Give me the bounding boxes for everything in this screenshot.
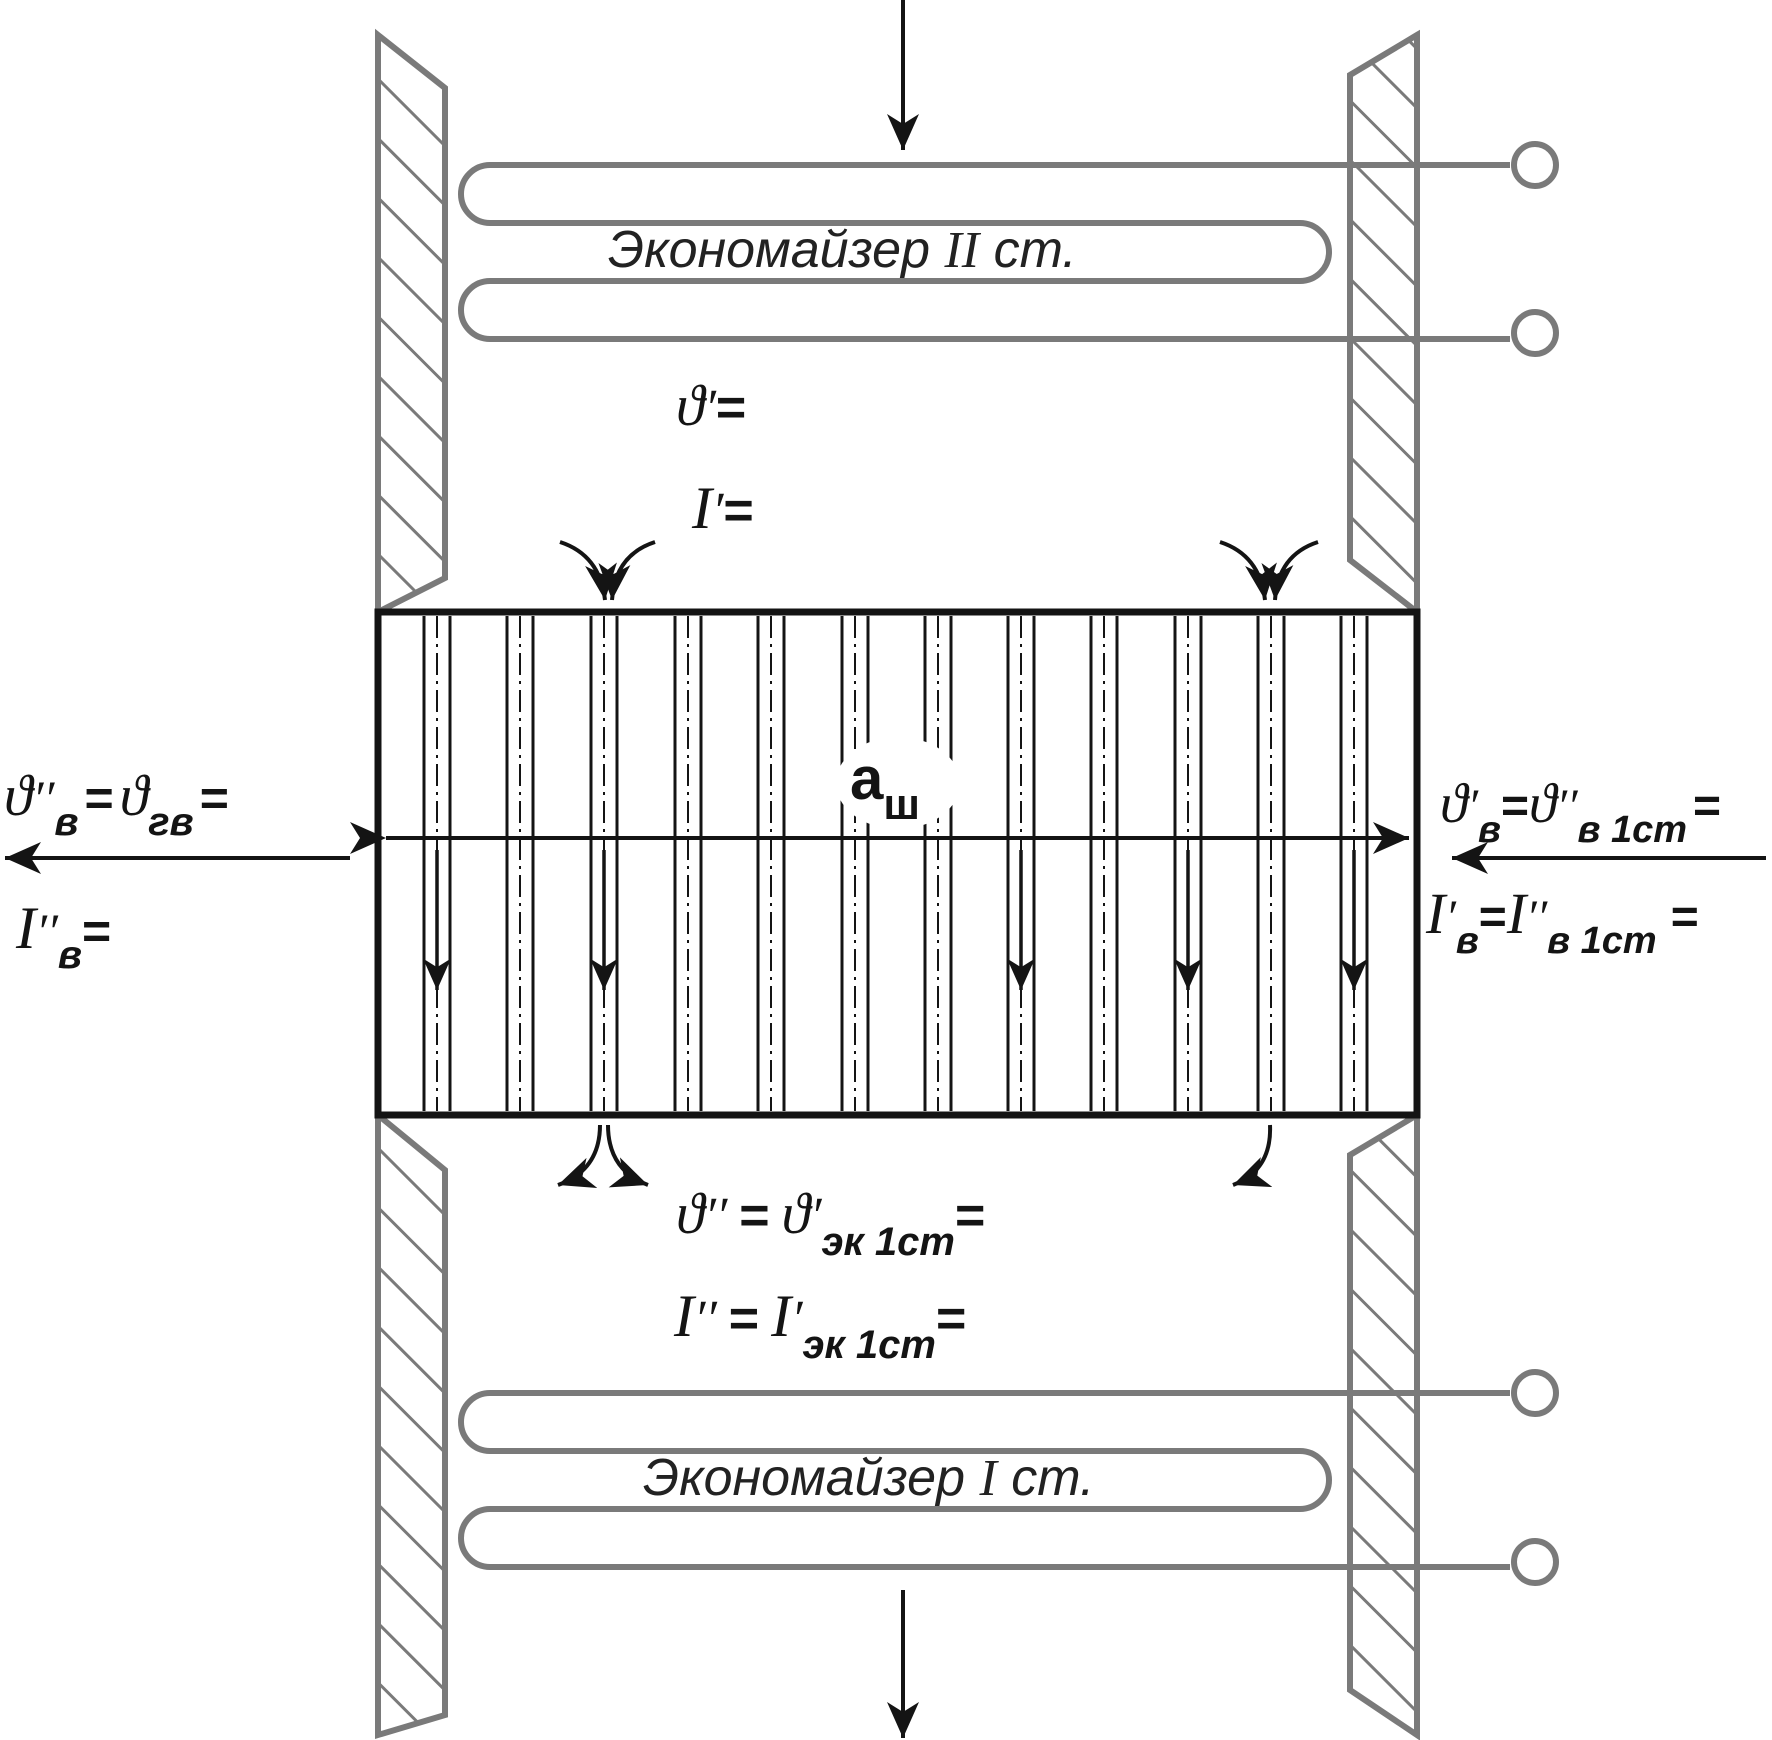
air-inlet-temp-symbol: ϑ [1440, 773, 1468, 835]
upper-economizer-suffix: ст. [993, 221, 1077, 279]
air-inlet-enthalpy-subscript: в [1455, 920, 1479, 962]
air-outlet-temp-symbol-2: ϑ [119, 763, 149, 828]
gas-outlet-temp-symbol: ϑ [676, 1181, 705, 1246]
air-inlet-temp-label: ϑ′в=ϑ′′в 1ст= [1440, 772, 1722, 851]
lower-coil-outlet-node [1511, 1538, 1559, 1586]
gas-outlet-temp-prime-2: ′ [810, 1188, 822, 1245]
gas-outlet-temp-symbol-2: ϑ [781, 1181, 811, 1246]
upper-economizer-coil [458, 141, 1559, 357]
right-wall-lower [1347, 1109, 1420, 1740]
gas-inlet-enthalpy-label: I′= [692, 474, 754, 543]
gas-outlet-temp-prime: ′′ [704, 1188, 728, 1245]
gas-inlet-temp-equals: = [715, 379, 747, 437]
air-inlet-enthalpy-label: I′в=I′′в 1ст= [1426, 880, 1699, 962]
width-label-main: а [850, 745, 884, 812]
air-inlet-temp-equals-2: = [1693, 780, 1722, 833]
gas-outlet-enthalpy-symbol-2: I [771, 1283, 792, 1349]
lower-economizer-label: Экономайзер I ст. [643, 1448, 1094, 1508]
left-wall-lower [375, 1108, 448, 1740]
lower-economizer-stage: I [979, 1450, 997, 1507]
air-outlet-temp-symbol: ϑ [4, 763, 33, 828]
gas-outlet-temp-label: ϑ′′=ϑ′эк 1ст= [676, 1180, 986, 1264]
upper-coil-outlet-node [1511, 309, 1559, 357]
upper-economizer-label: Экономайзер II ст. [608, 220, 1077, 280]
gas-inlet-enthalpy-prime: ′ [711, 483, 724, 540]
gas-outlet-temp-equals-2: = [954, 1187, 986, 1245]
gas-outlet-enthalpy-subscript: эк 1ст [802, 1323, 936, 1367]
upper-coil-inlet-node [1511, 141, 1559, 189]
left-wall-upper [375, 28, 448, 617]
gas-inlet-enthalpy-equals: = [723, 482, 754, 540]
air-outlet-enthalpy-label: I′′в= [16, 894, 112, 977]
air-outlet-enthalpy-equals: = [82, 903, 112, 959]
air-inlet-enthalpy-symbol: I [1426, 881, 1446, 946]
air-inlet-enthalpy-equals-1: = [1478, 891, 1507, 944]
air-inlet-temp-prime: ′ [1467, 780, 1478, 833]
lower-economizer-suffix: ст. [1011, 1449, 1095, 1507]
gas-outlet-temp-subscript: эк 1ст [821, 1220, 955, 1264]
lower-economizer-name: Экономайзер [643, 1449, 966, 1507]
width-label-sub: ш [883, 780, 921, 829]
air-inlet-enthalpy-prime: ′ [1445, 891, 1456, 944]
gas-inlet-temp-prime: ′ [704, 380, 716, 437]
air-heater-tubes [422, 616, 1369, 1111]
lower-economizer-coil [458, 1369, 1559, 1586]
air-outlet-temp-prime: ′′ [32, 770, 55, 826]
gas-inlet-enthalpy-symbol: I [692, 475, 712, 541]
air-inlet-enthalpy-symbol-2: I [1506, 881, 1527, 946]
gas-outlet-enthalpy-label: I′′=I′эк 1ст= [674, 1282, 967, 1367]
air-inlet-temp-symbol-2: ϑ [1528, 773, 1557, 835]
gas-outlet-enthalpy-prime: ′′ [693, 1291, 717, 1348]
gas-inlet-temp-symbol: ϑ [676, 373, 705, 438]
upper-economizer-name: Экономайзер [608, 221, 931, 279]
air-outlet-temp-label: ϑ′′в=ϑгв= [4, 762, 229, 844]
gas-outlet-enthalpy-equals-1: = [728, 1290, 760, 1348]
air-heater-body [374, 608, 1421, 1119]
gas-outlet-temp-equals-1: = [739, 1187, 770, 1245]
width-label-background [836, 737, 960, 829]
air-outlet-temp-subscript: в [54, 800, 79, 844]
air-inlet-temp-subscript-2: в 1ст [1577, 809, 1688, 851]
air-inlet-temp-prime-2: ′′ [1556, 780, 1578, 833]
air-inlet-temp-equals-1: = [1500, 780, 1529, 833]
air-outlet-temp-subscript-2: гв [148, 800, 194, 844]
air-inlet-enthalpy-prime-2: ′′ [1526, 891, 1548, 944]
air-outlet-enthalpy-prime: ′′ [35, 903, 58, 959]
air-outlet-enthalpy-subscript: в [57, 933, 83, 977]
air-outlet-temp-equals-1: = [84, 770, 114, 826]
air-outlet-enthalpy-symbol: I [16, 895, 36, 961]
lower-coil-inlet-node [1511, 1369, 1559, 1417]
air-outlet-temp-equals-2: = [199, 770, 229, 826]
gas-outlet-enthalpy-prime-2: ′ [791, 1291, 803, 1348]
gas-entry-swirls [559, 540, 1319, 601]
gas-inlet-temp-label: ϑ′= [676, 372, 746, 439]
gas-exit-swirls [557, 1124, 1273, 1188]
gas-outlet-enthalpy-symbol: I [674, 1283, 694, 1349]
gas-outlet-enthalpy-equals-2: = [935, 1290, 967, 1348]
right-wall-upper [1347, 29, 1420, 619]
upper-economizer-stage: II [944, 222, 980, 279]
air-inlet-temp-subscript: в [1477, 809, 1501, 851]
air-inlet-enthalpy-subscript-2: в 1ст [1547, 920, 1657, 962]
width-label: аш [850, 744, 920, 829]
air-inlet-enthalpy-equals-2: = [1670, 891, 1699, 944]
